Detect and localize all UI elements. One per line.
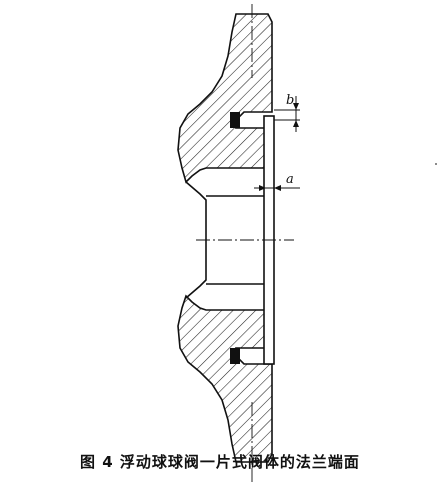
lower-gasket	[230, 348, 240, 364]
dim-b-arrow-top	[293, 103, 299, 110]
lower-body-section	[177, 274, 273, 463]
dim-a-arrow-left	[259, 185, 266, 191]
dim-b-arrow-bottom	[293, 120, 299, 127]
stray-mark	[435, 163, 437, 165]
figure-caption: 图 4 浮动球球阀一片式阀体的法兰端面	[80, 453, 360, 471]
dim-label-b: b	[286, 93, 294, 108]
upper-gasket	[230, 112, 240, 128]
dim-a-arrow-right	[274, 185, 281, 191]
dim-label-a: a	[286, 172, 294, 187]
upper-body-section	[177, 13, 273, 206]
